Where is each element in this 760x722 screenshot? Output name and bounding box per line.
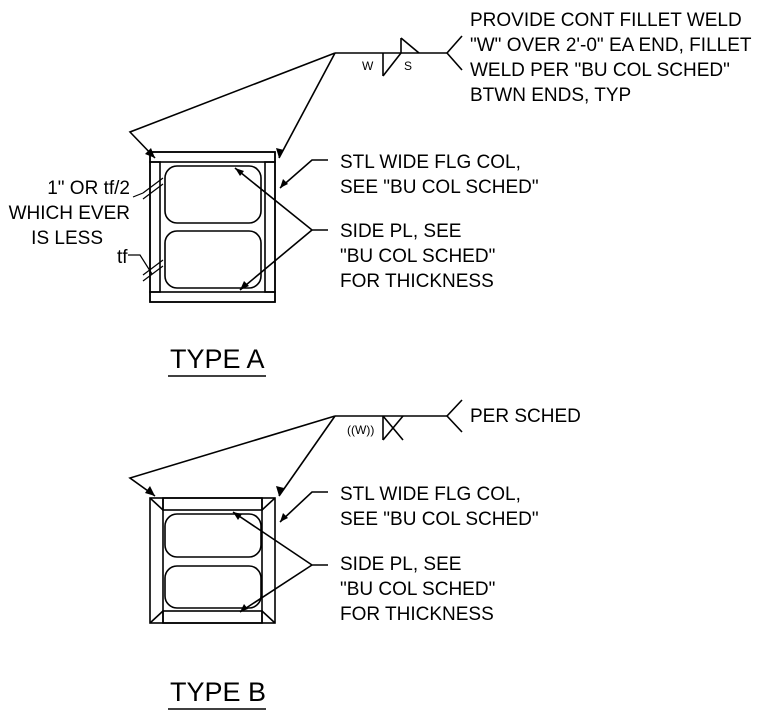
type-a-title: TYPE A <box>170 344 265 374</box>
type-a-pl-note: SIDE PL, SEE "BU COL SCHED" FOR THICKNES… <box>340 221 495 292</box>
type-a-dim-note: 1" OR tf/2 WHICH EVER IS LESS tf <box>9 178 130 268</box>
pl-note-line-2: "BU COL SCHED" <box>340 579 495 600</box>
type-a-detail: W S <box>9 10 752 377</box>
type-a-weld-marks <box>142 177 164 282</box>
weld-pitch-s: S <box>404 59 412 73</box>
weld-note-line-1: PER SCHED <box>470 406 581 427</box>
type-a-dim-leader <box>128 192 153 275</box>
type-b-weld-leaders <box>128 415 336 497</box>
type-b-right-leaders <box>232 491 328 613</box>
wf-note-line-1: STL WIDE FLG COL, <box>340 152 521 173</box>
dim-note-line-2: WHICH EVER <box>9 203 130 224</box>
pl-note-line-3: FOR THICKNESS <box>340 604 494 625</box>
type-b-weld-symbol: ((W)) <box>335 399 463 441</box>
weld-size-w: ((W)) <box>347 423 374 437</box>
tf-label: tf <box>117 247 128 268</box>
type-b-column-section <box>149 497 276 624</box>
wf-note-line-2: SEE "BU COL SCHED" <box>340 177 539 198</box>
pl-note-line-1: SIDE PL, SEE <box>340 554 461 575</box>
dim-note-line-3: IS LESS <box>31 228 103 249</box>
type-b-pl-note: SIDE PL, SEE "BU COL SCHED" FOR THICKNES… <box>340 554 495 625</box>
wf-note-line-2: SEE "BU COL SCHED" <box>340 509 539 530</box>
weld-note-line-1: PROVIDE CONT FILLET WELD <box>470 10 742 31</box>
pl-note-line-1: SIDE PL, SEE <box>340 221 461 242</box>
type-b-weld-note: PER SCHED <box>470 406 581 427</box>
weld-note-line-4: BTWN ENDS, TYP <box>470 85 631 106</box>
type-b-wf-note: STL WIDE FLG COL, SEE "BU COL SCHED" <box>340 484 539 530</box>
type-b-title: TYPE B <box>170 677 266 707</box>
type-a-weld-symbol: W S <box>335 35 463 77</box>
wf-note-line-1: STL WIDE FLG COL, <box>340 484 521 505</box>
type-a-column-section <box>149 151 276 303</box>
dim-note-line-1: 1" OR tf/2 <box>47 178 130 199</box>
type-a-wf-note: STL WIDE FLG COL, SEE "BU COL SCHED" <box>340 152 539 198</box>
pl-note-line-3: FOR THICKNESS <box>340 271 494 292</box>
type-a-right-leaders <box>234 159 328 291</box>
type-a-weld-leaders <box>128 52 336 159</box>
type-b-detail: ((W)) <box>128 399 581 710</box>
pl-note-line-2: "BU COL SCHED" <box>340 246 495 267</box>
weld-note-line-2: "W" OVER 2'-0" EA END, FILLET <box>470 35 752 56</box>
type-a-weld-note: PROVIDE CONT FILLET WELD "W" OVER 2'-0" … <box>470 10 752 106</box>
weld-note-line-3: WELD PER "BU COL SCHED" <box>470 60 730 81</box>
weld-size-w: W <box>362 59 374 73</box>
